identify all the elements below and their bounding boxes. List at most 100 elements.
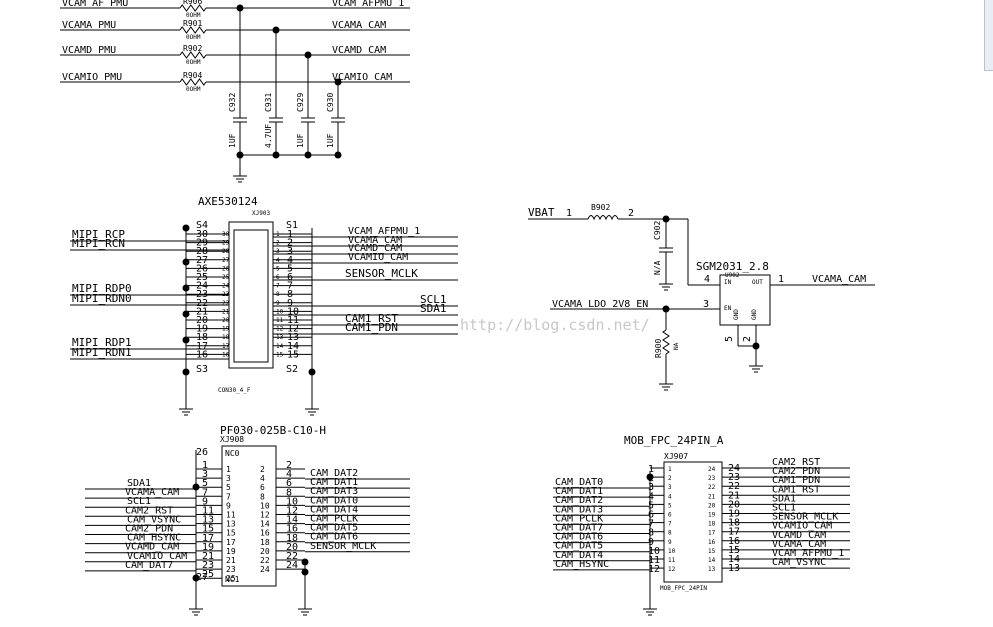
pin-number-small: 17 <box>708 530 716 537</box>
pin-number-small: 3 <box>226 474 231 483</box>
capacitor-value: 1UF <box>228 133 237 148</box>
junction-dot <box>182 336 190 344</box>
pin-number-small: 19 <box>226 547 236 556</box>
fpc24-net-label: SCL1 <box>772 503 796 514</box>
pin-number-small: 11 <box>668 557 676 564</box>
pin-number-small: 6 <box>260 483 265 492</box>
pmu-net-label: VCAMIO_PMU <box>62 72 122 83</box>
fpc24-body <box>663 461 723 583</box>
pin-number: 9 <box>287 298 293 309</box>
pin-number-small: 30 <box>222 231 230 238</box>
junction-dot <box>182 258 190 266</box>
pin-number-small: 10 <box>276 308 284 315</box>
pin-number-small: 1 <box>668 466 672 473</box>
resistor-symbol <box>179 4 207 12</box>
pin-number-small: 7 <box>668 521 672 528</box>
capacitor-ref: C930 <box>326 93 335 112</box>
pin-number: 28 <box>196 246 208 257</box>
pin-number: 12 <box>287 324 299 335</box>
pin-number: 15 <box>287 349 299 360</box>
pin-number-small: 21 <box>222 308 230 315</box>
con30-s2: S2 <box>286 364 298 375</box>
pin-number-small: 4 <box>260 474 265 483</box>
fpc24-net-label: CAM_DAT6 <box>555 532 603 543</box>
pin-number-small: 14 <box>260 520 270 529</box>
fpc24-net-label: SDA1 <box>772 493 796 504</box>
pin-number: 23 <box>202 560 214 571</box>
pin-number: 9 <box>648 537 654 548</box>
capacitor-value: 1UF <box>296 133 305 148</box>
mipi-net-label: MIPI_RDN1 <box>72 346 132 359</box>
resistor-symbol <box>662 329 670 355</box>
pin-number-small: 24 <box>260 565 270 574</box>
ldo-body <box>719 274 771 326</box>
pf030-body <box>221 445 277 587</box>
resistor-value: 0OHM <box>186 86 201 93</box>
pin-number: 1 <box>287 229 293 240</box>
pin-number: 19 <box>202 542 214 553</box>
capacitor-value: 1UF <box>326 133 335 148</box>
pin-number: 16 <box>728 536 740 547</box>
fpc24-net-label: CAM_HSYNC <box>555 559 609 570</box>
pin-number-small: 20 <box>222 317 230 324</box>
pin-number-small: 10 <box>260 501 270 510</box>
ldo-pin-out: OUT <box>752 279 763 286</box>
pin-number: 18 <box>196 332 208 343</box>
pin-number: 23 <box>728 472 740 483</box>
resistor-ref: R901 <box>183 19 202 28</box>
capacitor-ref: C902 <box>653 221 662 240</box>
pin-number: 2 <box>287 238 293 249</box>
pin-number: 11 <box>202 506 214 517</box>
capacitor-ref: C929 <box>296 93 305 112</box>
pin-number: 7 <box>648 519 654 530</box>
mipi-net-label: MIPI_RDP1 <box>72 336 132 349</box>
junction-dot <box>182 310 190 318</box>
fpc24-net-label: CAM_DAT1 <box>555 486 603 497</box>
pin-number: 15 <box>202 524 214 535</box>
pin-number: 3 <box>648 482 654 493</box>
pin-number: 20 <box>196 315 208 326</box>
pin-number-small: 15 <box>276 351 284 358</box>
pin-number-small: 13 <box>226 520 236 529</box>
pf030-ref: XJ908 <box>220 435 244 444</box>
pin-number: 16 <box>286 524 298 535</box>
pin-number-small: 8 <box>668 530 672 537</box>
pin-number-small: 17 <box>222 343 230 350</box>
pin-number-small: 14 <box>276 343 284 350</box>
pin-number-small: 15 <box>708 548 716 555</box>
pin-number-small: 22 <box>708 484 716 491</box>
fpc24-net-label: CAM_DAT4 <box>555 550 603 561</box>
pin-number-small: 22 <box>260 556 270 565</box>
pin-number: 3 <box>287 246 293 257</box>
con30-body <box>228 221 274 369</box>
pin-number: 5 <box>202 478 208 489</box>
fpc24-net-label: VCAMA_CAM <box>772 539 826 550</box>
con30-net-label: SCL1 <box>420 293 447 306</box>
pin-number-small: 12 <box>668 566 676 573</box>
pin-number: 4 <box>286 469 292 480</box>
pin-number-small: 2 <box>260 465 265 474</box>
pin-number: 21 <box>728 490 740 501</box>
pin-number: 25 <box>196 272 208 283</box>
pin-number: 4 <box>704 274 710 285</box>
ldo-pin-gnd: GND <box>733 309 740 320</box>
pin-number-small: 16 <box>222 351 230 358</box>
pin-number: 17 <box>196 341 208 352</box>
window-edge-panel <box>984 0 993 71</box>
fpc24-net-label: VCAMD_CAM <box>772 530 826 541</box>
ldo-pin-in: IN <box>724 279 732 286</box>
pin-number-small: 7 <box>276 283 280 290</box>
fpc24-net-label: VCAM_AFPMU_1 <box>772 548 844 559</box>
pin-number: 14 <box>728 554 740 565</box>
fpc24-net-label: CAM_PCLK <box>555 513 603 524</box>
pin-number-small: 6 <box>668 512 672 519</box>
cam-net-label: VCAMA_CAM <box>332 20 386 31</box>
pmu-net-label: VCAM_AF_PMU <box>62 0 128 9</box>
con30-net-label: VCAMA_CAM <box>348 235 402 246</box>
pin-number: 3 <box>202 469 208 480</box>
pin-number-small: 18 <box>222 334 230 341</box>
con30-net-label: VCAMD_CAM <box>348 243 402 254</box>
